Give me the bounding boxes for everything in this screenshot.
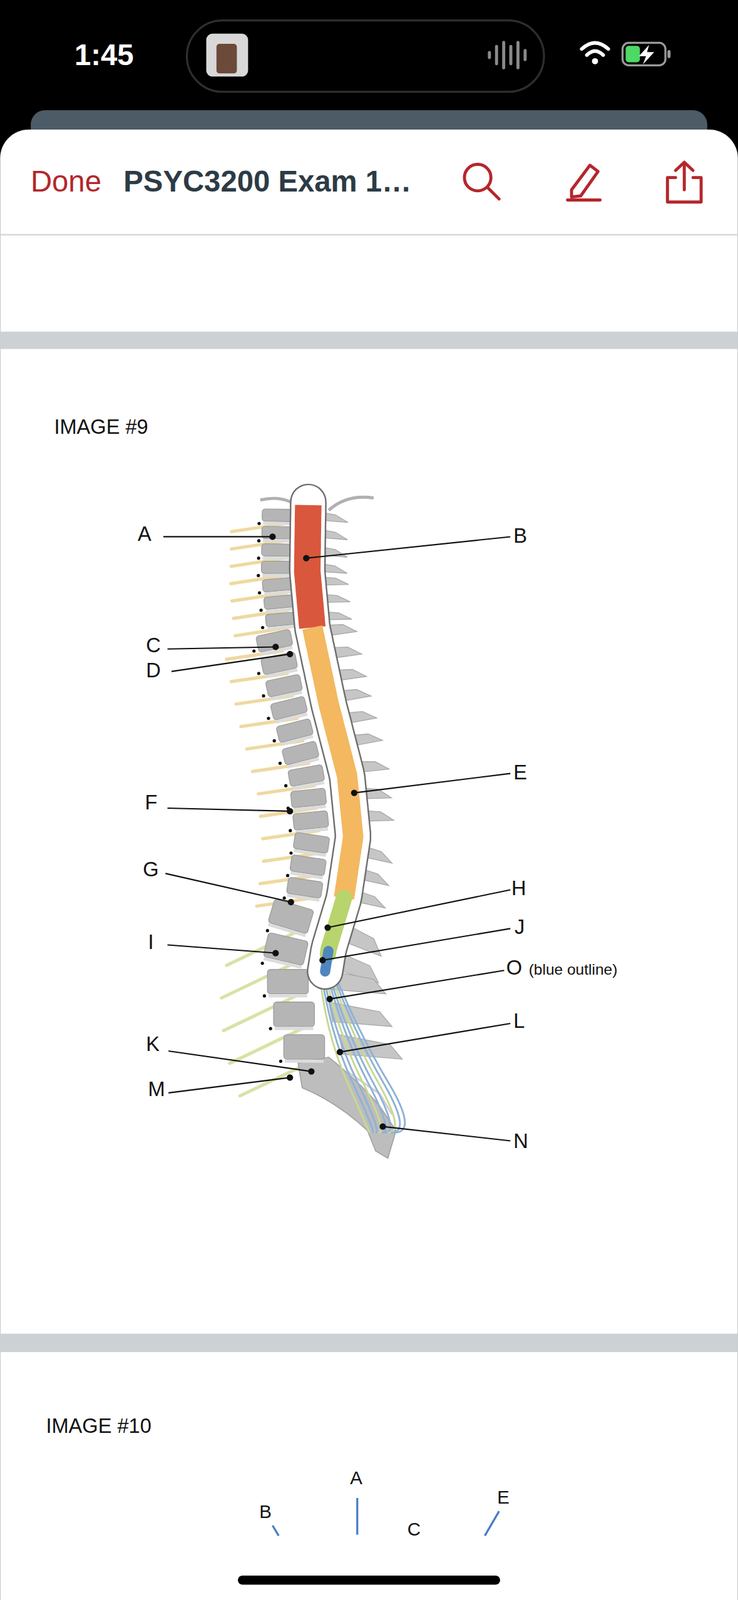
callout-letter: M — [148, 1079, 166, 1100]
callout-letter: O — [506, 957, 523, 979]
callout-letter: F — [145, 791, 158, 813]
callout-letter: J — [514, 916, 525, 938]
document-title: PSYC3200 Exam 1… — [123, 167, 412, 197]
callout-letter: N — [513, 1131, 529, 1152]
callout-letter: E — [497, 1487, 510, 1507]
callout-letter: B — [513, 525, 528, 547]
image-heading: IMAGE #10 — [45, 1415, 151, 1437]
status-time: 1:45 — [74, 40, 134, 70]
callout-letter: C — [407, 1519, 421, 1538]
callout-letter: H — [511, 877, 527, 899]
callout-letter: L — [513, 1010, 525, 1031]
callout-letter: D — [145, 660, 161, 682]
callout-letter: C — [145, 634, 161, 656]
callout-note: (blue outline) — [528, 962, 618, 978]
callout-letter: I — [148, 932, 154, 953]
callout-letter: E — [513, 762, 528, 784]
callout-letter: B — [259, 1502, 272, 1521]
image-heading: IMAGE #9 — [53, 416, 148, 437]
callout-letter: A — [137, 523, 152, 545]
done-button: Done — [30, 167, 102, 197]
callout-letter: A — [349, 1469, 363, 1488]
callout-letter: K — [145, 1034, 160, 1055]
callout-letter: G — [142, 859, 159, 881]
